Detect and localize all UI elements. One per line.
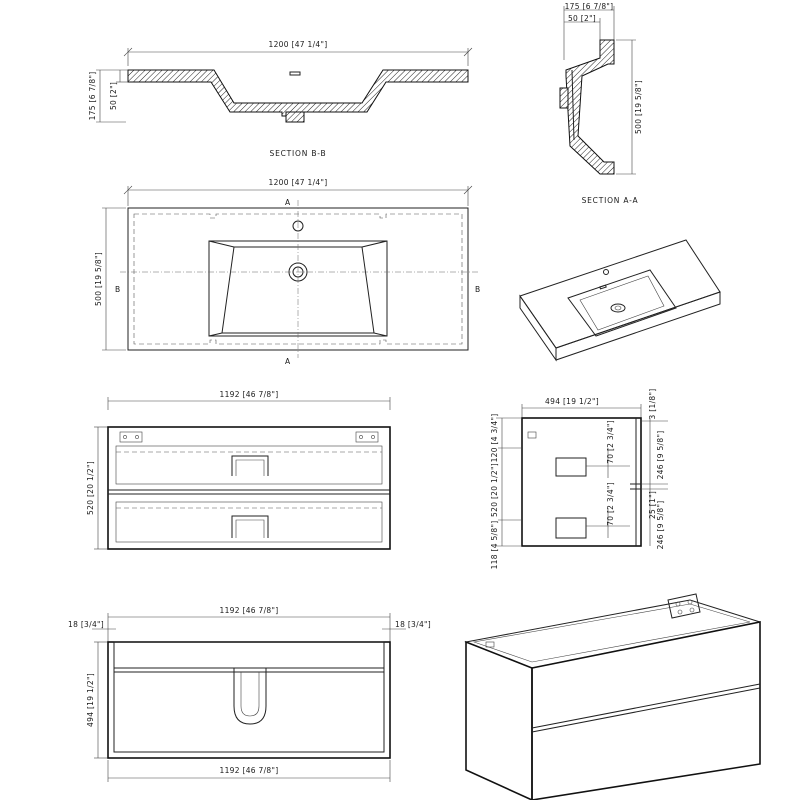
section-aa-top-inner-label: 50 [2"] <box>568 14 596 23</box>
section-aa-depth-dimension: 500 [19 5/8"] <box>616 39 643 175</box>
side-view-depth-dimension: 494 [19 1/2"] <box>521 397 642 418</box>
side-view-upper-drawer-label: 246 [9 5/8"] <box>656 431 665 480</box>
section-marker-a-bottom: A <box>285 357 291 366</box>
front-view-height-label: 520 [20 1/2"] <box>86 461 95 515</box>
section-marker-b-right: B <box>475 285 480 294</box>
isometric-faucet-hole-icon <box>603 269 609 275</box>
section-aa-depth-label: 500 [19 5/8"] <box>634 80 643 134</box>
section-bb-profile <box>127 69 469 123</box>
plan-view-bottom-dimension: 1192 [46 7/8"] <box>107 760 391 782</box>
lower-drawer-front <box>115 501 383 543</box>
plan-view-depth-dimension: 494 [19 1/2"] <box>86 641 108 759</box>
top-view-depth-dimension: 500 [19 5/8"] <box>94 207 126 351</box>
side-view-upper-handle-label: 70 [2 3/4"] <box>606 420 615 464</box>
side-view-bottom-label: 118 [4 5/8"] <box>490 521 499 570</box>
top-view-depth-label: 500 [19 5/8"] <box>94 252 103 306</box>
plan-view-left-panel-label: 18 [3/4"] <box>68 620 104 629</box>
plan-view-top-dimensions: 1192 [46 7/8"] 18 [3/4"] 18 [3/4"] <box>68 606 431 642</box>
section-marker-a-top: A <box>285 198 291 207</box>
section-bb-caption: SECTION B-B <box>270 149 327 158</box>
cabinet-side-view: 494 [19 1/2"] 120 [4 3/4"] 520 [20 1/2"]… <box>490 389 668 570</box>
cabinet-front-outline <box>107 426 391 550</box>
side-view-top-gap-label: 3 [1/8"] <box>648 389 657 420</box>
cabinet-side-outline <box>521 417 642 547</box>
plan-view-right-panel-label: 18 [3/4"] <box>395 620 431 629</box>
section-bb-width-label: 1200 [47 1/4"] <box>269 40 328 49</box>
siphon-cutout-icon <box>233 668 267 725</box>
section-aa-top-dimensions: 175 [6 7/8"] 50 [2"] <box>563 2 615 60</box>
side-view-height-label: 520 [20 1/2"] <box>490 463 499 517</box>
top-view-width-label: 1200 [47 1/4"] <box>269 178 328 187</box>
side-view-lower-drawer-label: 246 [9 5/8"] <box>656 501 665 550</box>
countertop-inner-edge <box>133 213 463 345</box>
left-hinge-bracket-icon <box>119 431 143 443</box>
side-view-upper-offset-label: 120 [4 3/4"] <box>490 414 499 463</box>
front-view-width-dimension: 1192 [46 7/8"] <box>107 390 391 410</box>
side-view-lower-handle-label: 70 [2 3/4"] <box>606 482 615 526</box>
section-aa-view: 175 [6 7/8"] 50 [2"] 500 [19 5/8"] SECTI… <box>559 2 643 205</box>
top-view-width-dimension: 1200 [47 1/4"] <box>123 178 473 206</box>
cabinet-front-view: 1192 [46 7/8"] 520 [20 1/2"] <box>86 390 391 550</box>
section-bb-height-outer-label: 175 [6 7/8"] <box>88 72 97 121</box>
cabinet-plan-view: 1192 [46 7/8"] 18 [3/4"] 18 [3/4"] 494 [… <box>68 606 431 782</box>
section-bb-width-dimension: 1200 [47 1/4"] <box>123 40 473 66</box>
side-upper-drawer-icon <box>555 457 587 477</box>
basin-top-view: 1200 [47 1/4"] 500 [19 5/8"] A A B B <box>94 178 480 366</box>
front-view-width-label: 1192 [46 7/8"] <box>220 390 279 399</box>
section-bb-view: 1200 [47 1/4"] 175 [6 7/8"] 50 [2"] SECT… <box>88 40 473 158</box>
plan-view-width-top-label: 1192 [46 7/8"] <box>220 606 279 615</box>
upper-drawer-front <box>115 445 383 485</box>
lower-drawer-handle-icon <box>231 515 269 538</box>
section-bb-height-inner-label: 50 [2"] <box>109 82 118 110</box>
section-aa-profile <box>559 39 615 175</box>
plan-view-width-bottom-label: 1192 [46 7/8"] <box>220 766 279 775</box>
isometric-drain-icon <box>610 303 626 313</box>
side-lower-drawer-icon <box>555 517 587 539</box>
front-view-height-dimension: 520 [20 1/2"] <box>86 426 108 550</box>
section-bb-height-dimensions: 175 [6 7/8"] 50 [2"] <box>88 69 128 123</box>
section-aa-caption: SECTION A-A <box>582 196 639 205</box>
section-aa-top-outer-label: 175 [6 7/8"] <box>565 2 614 11</box>
side-view-divider-label: 25 [1"] <box>648 491 657 519</box>
side-view-depth-label: 494 [19 1/2"] <box>545 397 599 406</box>
basin-isometric-view <box>519 239 721 362</box>
section-marker-b-left: B <box>115 285 120 294</box>
cabinet-plan-outline <box>107 641 391 759</box>
cabinet-isometric-view <box>464 593 761 800</box>
plan-view-depth-label: 494 [19 1/2"] <box>86 673 95 727</box>
upper-drawer-handle-icon <box>231 455 269 476</box>
isometric-hinge-bracket-icon <box>667 593 701 619</box>
right-hinge-bracket-icon <box>355 431 379 443</box>
